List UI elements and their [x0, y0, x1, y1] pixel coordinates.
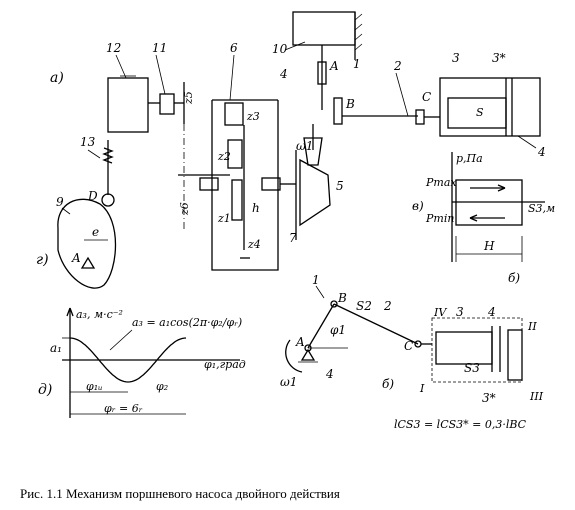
label-S3-cyl: S — [476, 106, 484, 119]
point-A-top: A — [329, 59, 339, 73]
label-10: 10 — [272, 42, 288, 56]
label-11: 11 — [152, 41, 167, 55]
indicator-stroke-H: H — [483, 239, 495, 253]
indicator-y-label: p,Па — [456, 152, 483, 165]
chamber-II: II — [527, 320, 537, 333]
point-A-cam: A — [71, 251, 81, 265]
chamber-III: III — [529, 390, 544, 403]
label-4-cyl: 4 — [537, 145, 546, 159]
label-5: 5 — [336, 179, 344, 193]
gear-z4: z4 — [247, 238, 261, 251]
motor-12 — [107, 77, 149, 133]
indicator-pmax: Pmax — [425, 176, 457, 189]
label-h: h — [252, 201, 260, 215]
cam-9 — [57, 198, 117, 289]
chart-phi-label-2: φ₂ — [156, 380, 168, 393]
kin-3star: 3* — [482, 391, 496, 405]
chart-phi-label-3: φᵣ = 6ᵣ — [104, 402, 143, 415]
gear-z5: z5 — [182, 91, 195, 105]
coupling-11 — [159, 93, 175, 115]
label-13: 13 — [80, 135, 96, 149]
label-e: e — [92, 225, 99, 239]
label-b: б) — [382, 377, 394, 391]
kin-link-1: 1 — [312, 273, 320, 287]
label-g: г) — [36, 252, 49, 268]
chart-formula: a₃ = a₁cos(2π·φ₂/φᵣ) — [132, 316, 242, 329]
kin-point-B: B — [337, 291, 347, 305]
gear-z2: z2 — [217, 150, 231, 163]
kin-link-4: 4 — [325, 367, 334, 381]
acceleration-curve — [69, 337, 187, 383]
label-v: в) — [412, 199, 424, 213]
kin-S3: S3 — [464, 361, 480, 375]
connecting-rod-BC — [333, 303, 419, 345]
crank-AB — [307, 303, 335, 349]
label-12: 12 — [106, 41, 121, 55]
chamber-I: I — [419, 382, 425, 395]
label-1-top: 1 — [353, 57, 361, 71]
chart-phi-label-1: φ₁ᵤ — [86, 380, 103, 393]
gear-z3: z3 — [246, 110, 260, 123]
kin-link-3: 3 — [456, 305, 464, 319]
label-2-a: 2 — [393, 59, 402, 73]
kin-link-4b: 4 — [487, 305, 496, 319]
gear-z1: z1 — [217, 212, 231, 225]
kin-point-C: C — [404, 339, 413, 353]
label-4-top: 4 — [279, 67, 288, 81]
kin-link-2: 2 — [383, 299, 392, 313]
indicator-x-label: S3,м — [528, 202, 555, 215]
label-7: 7 — [289, 231, 297, 245]
chamber-IV: IV — [433, 306, 447, 319]
point-B-a: B — [345, 97, 355, 111]
kin-point-A: A — [295, 335, 305, 349]
label-a: а) — [50, 70, 64, 86]
label-3star: 3* — [492, 51, 506, 65]
point-C-a: C — [422, 90, 431, 104]
label-6: 6 — [230, 41, 238, 55]
kin-formula: lCS3 = lCS3* = 0,3·lBC — [394, 418, 527, 431]
label-b-small: б) — [508, 271, 520, 285]
kin-omega1: ω1 — [280, 375, 297, 389]
point-D: D — [87, 189, 98, 203]
kin-phi1: φ1 — [330, 323, 346, 337]
pump-cylinder — [439, 77, 541, 137]
indicator-pmin: Pmin — [425, 212, 454, 225]
gearbox-housing-6 — [211, 100, 279, 271]
label-3: 3 — [452, 51, 460, 65]
label-9: 9 — [56, 195, 64, 209]
chart-y-label: a₃, м·с⁻² — [76, 308, 123, 321]
label-d: д) — [38, 382, 52, 398]
chart-amplitude: a₁ — [50, 341, 62, 355]
gear-z6: z6 — [178, 202, 191, 216]
indicator-loop — [455, 179, 523, 226]
chart-x-label: φ₁,град — [204, 358, 246, 371]
kin-S2: S2 — [356, 299, 372, 313]
cam-follower-roller — [101, 193, 115, 207]
figure-caption: Рис. 1.1 Механизм поршневого насоса двой… — [20, 486, 340, 501]
frame-10 — [292, 11, 356, 46]
